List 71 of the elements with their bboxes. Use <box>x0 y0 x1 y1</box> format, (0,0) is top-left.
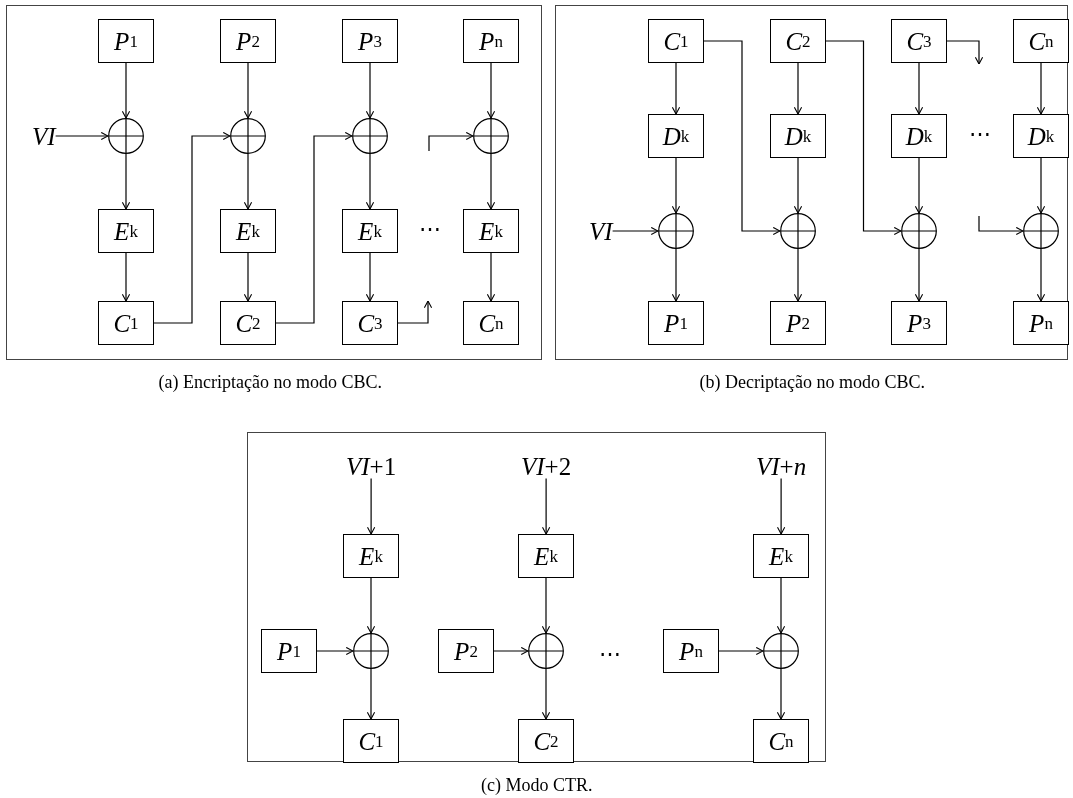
arrow <box>703 40 781 236</box>
xor-circle <box>1023 213 1059 249</box>
xor-circle <box>108 118 144 154</box>
input-label: VI+2 <box>521 453 572 479</box>
arrow <box>793 157 803 214</box>
xor-circle <box>528 633 564 669</box>
arrow <box>914 248 924 302</box>
arrow <box>776 477 786 535</box>
arrow <box>914 157 924 214</box>
xor-circle <box>473 118 509 154</box>
arrow <box>612 226 659 236</box>
arrow <box>121 153 131 210</box>
arrow <box>493 646 529 656</box>
xor-circle <box>901 213 937 249</box>
arrow <box>121 62 131 119</box>
arrow <box>275 131 353 324</box>
input-label: VI+n <box>756 453 807 479</box>
arrow <box>671 248 681 302</box>
arrow <box>55 131 109 141</box>
arrow <box>718 646 764 656</box>
arrow <box>153 131 231 324</box>
panel-frame <box>555 5 1068 360</box>
input-label: VI <box>589 218 613 244</box>
arrow <box>776 577 786 634</box>
panel-label: (a) Encriptação no modo CBC. <box>158 371 382 393</box>
arrow <box>366 668 376 720</box>
arrow <box>365 252 375 302</box>
arrow <box>825 40 902 236</box>
arrow <box>946 40 984 65</box>
arrow <box>671 157 681 214</box>
arrow <box>914 62 924 115</box>
arrow <box>243 153 253 210</box>
panel-frame <box>6 5 542 360</box>
xor-circle <box>353 633 389 669</box>
arrow <box>1036 62 1046 115</box>
panel-label: (c) Modo CTR. <box>481 774 593 796</box>
arrow <box>243 62 253 119</box>
arrow <box>366 477 376 535</box>
arrow <box>365 153 375 210</box>
arrow <box>316 646 354 656</box>
xor-circle <box>780 213 816 249</box>
arrow <box>428 131 474 152</box>
arrow <box>1036 248 1046 302</box>
panel-label: (b) Decriptação no modo CBC. <box>699 371 925 393</box>
xor-circle <box>352 118 388 154</box>
ellipsis: ⋯ <box>599 641 621 667</box>
xor-circle <box>763 633 799 669</box>
arrow <box>541 577 551 634</box>
arrow <box>397 300 433 324</box>
arrow <box>486 252 496 302</box>
arrow <box>486 62 496 119</box>
arrow <box>1036 157 1046 214</box>
arrow <box>978 215 1024 236</box>
input-label: VI <box>32 123 56 149</box>
arrow <box>793 62 803 115</box>
input-label: VI+1 <box>346 453 397 479</box>
arrow <box>366 577 376 634</box>
arrow <box>541 668 551 720</box>
xor-circle <box>658 213 694 249</box>
arrow <box>486 153 496 210</box>
panel-frame <box>247 432 826 762</box>
arrow <box>793 248 803 302</box>
arrow <box>243 252 253 302</box>
arrow <box>121 252 131 302</box>
xor-circle <box>230 118 266 154</box>
arrow <box>776 668 786 720</box>
ellipsis: ⋯ <box>969 121 991 147</box>
arrow <box>671 62 681 115</box>
arrow <box>365 62 375 119</box>
ellipsis: ⋯ <box>419 216 441 242</box>
arrow <box>541 477 551 535</box>
